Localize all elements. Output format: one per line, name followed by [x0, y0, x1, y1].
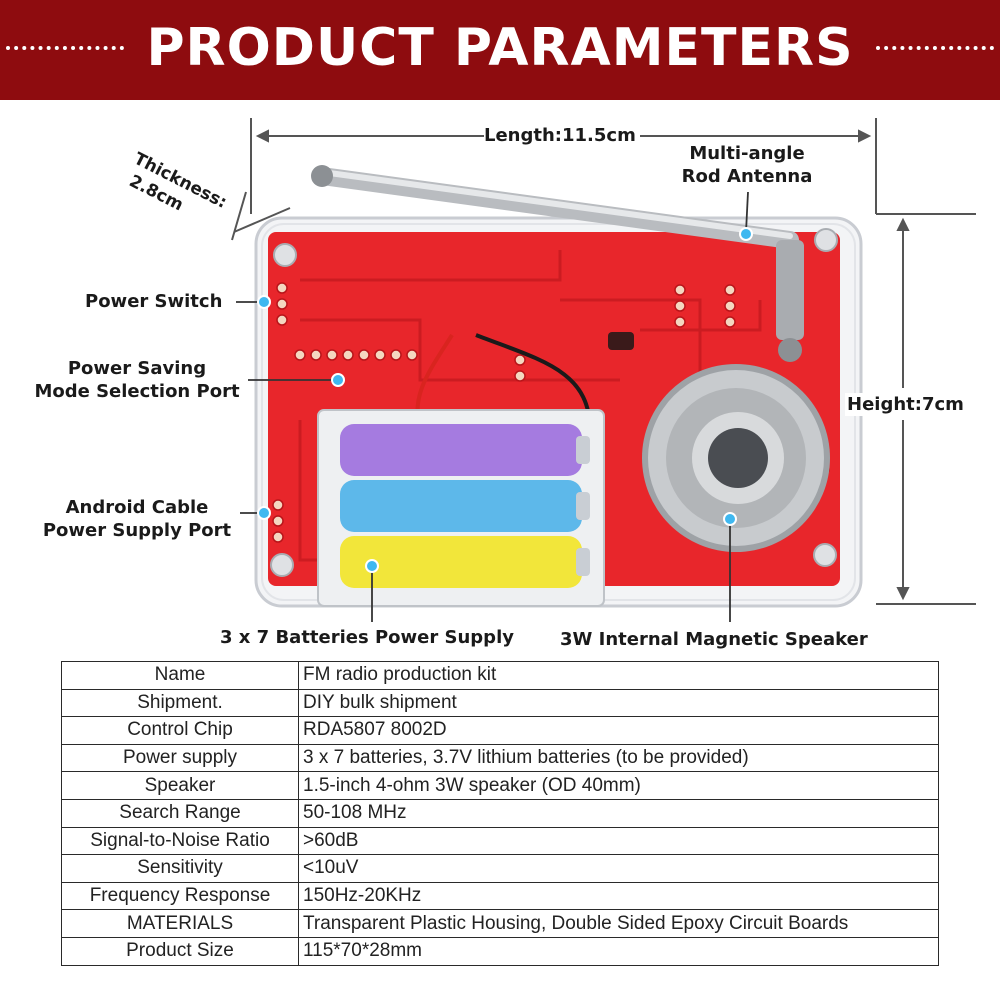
spec-value: 150Hz-20KHz: [298, 881, 939, 911]
power-saving-label-line1: Power Saving: [67, 358, 207, 379]
spec-value: 1.5-inch 4-ohm 3W speaker (OD 40mm): [298, 771, 939, 800]
antenna-label-line2: Rod Antenna: [681, 166, 813, 187]
batteries-label: 3 x 7 Batteries Power Supply: [220, 627, 514, 648]
length-label: Length:11.5cm: [484, 125, 636, 146]
spec-value: DIY bulk shipment: [298, 688, 939, 718]
callout-dot-batteries: [365, 559, 379, 573]
header-dots-left: [6, 46, 124, 50]
power-saving-label-line2: Mode Selection Port: [34, 381, 240, 402]
power-saving-label: Power Saving Mode Selection Port: [20, 357, 254, 403]
spec-value: 3 x 7 batteries, 3.7V lithium batteries …: [298, 743, 939, 773]
android-port-label: Android Cable Power Supply Port: [30, 496, 244, 542]
battery-purple: [340, 424, 590, 476]
spec-value: RDA5807 8002D: [298, 716, 939, 745]
spec-key: Name: [61, 661, 299, 690]
speaker-label: 3W Internal Magnetic Speaker: [560, 629, 868, 650]
battery-blue: [340, 480, 590, 532]
spec-key: Power supply: [61, 743, 299, 773]
spec-value: <10uV: [298, 854, 939, 883]
header-dots-right: [876, 46, 994, 50]
spec-key: Frequency Response: [61, 881, 299, 911]
page-title: PRODUCT PARAMETERS: [146, 18, 854, 78]
spec-key: Control Chip: [61, 716, 299, 745]
android-port-label-line1: Android Cable: [65, 497, 209, 518]
spec-value: Transparent Plastic Housing, Double Side…: [298, 909, 939, 938]
radio-illustration: [0, 100, 1000, 655]
spec-value: 50-108 MHz: [298, 798, 939, 828]
rod-antenna: [311, 165, 804, 362]
spec-value: 115*70*28mm: [298, 936, 939, 966]
callout-dot-antenna: [739, 227, 753, 241]
android-port-label-line2: Power Supply Port: [42, 520, 232, 541]
callout-dot-speaker: [723, 512, 737, 526]
table-row: Sensitivity<10uV: [61, 854, 939, 883]
antenna-label: Multi-angle Rod Antenna: [668, 142, 826, 188]
callout-dot-android: [257, 506, 271, 520]
spec-key: Product Size: [61, 936, 299, 966]
power-switch-label: Power Switch: [85, 291, 223, 312]
callout-dot-power-switch: [257, 295, 271, 309]
spec-value: >60dB: [298, 826, 939, 856]
spec-value: FM radio production kit: [298, 661, 939, 690]
battery-yellow: [340, 536, 590, 588]
spec-key: Shipment.: [61, 688, 299, 718]
table-row: Signal-to-Noise Ratio>60dB: [61, 826, 939, 856]
speaker-graphic: [642, 364, 830, 552]
spec-key: Signal-to-Noise Ratio: [61, 826, 299, 856]
height-label: Height:7cm: [845, 393, 966, 416]
spec-key: Speaker: [61, 771, 299, 800]
table-row: Shipment.DIY bulk shipment: [61, 688, 939, 718]
spec-key: Sensitivity: [61, 854, 299, 883]
spec-key: MATERIALS: [61, 909, 299, 938]
header-banner: PRODUCT PARAMETERS: [0, 0, 1000, 100]
spec-key: Search Range: [61, 798, 299, 828]
antenna-label-line1: Multi-angle: [689, 143, 805, 164]
callout-dot-power-saving: [331, 373, 345, 387]
